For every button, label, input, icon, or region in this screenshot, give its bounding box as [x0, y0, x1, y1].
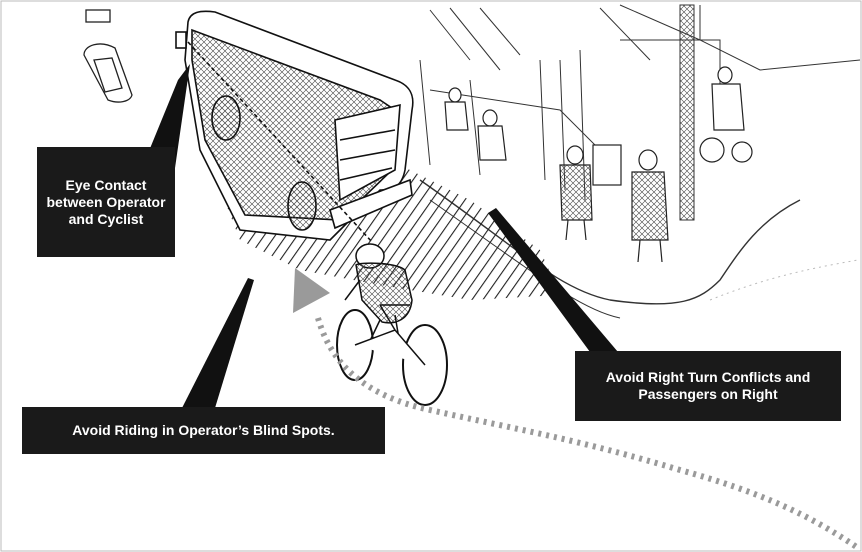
blind-spot-callout: Avoid Riding in Operator’s Blind Spots. [22, 407, 385, 454]
blind-spot-text: Avoid Riding in Operator’s Blind Spots. [72, 422, 335, 438]
parked-car-sketch [83, 9, 133, 103]
sight-line [187, 41, 373, 243]
eye-contact-pointer [142, 64, 190, 168]
buildings-sketch [419, 4, 861, 221]
right-turn-text: Avoid Right Turn Conflicts and Passenger… [605, 369, 811, 402]
eye-contact-callout: Eye Contact between Operator and Cyclist [37, 147, 175, 257]
right-turn-pointer [488, 208, 618, 352]
street-dotted-line [709, 259, 859, 301]
eye-contact-text: Eye Contact between Operator and Cyclist [46, 176, 166, 227]
path-arrow-head [293, 268, 330, 313]
bus-sketch [175, 10, 414, 241]
right-turn-callout: Avoid Right Turn Conflicts and Passenger… [575, 351, 841, 421]
blind-spot-pointer [182, 278, 254, 408]
pedestrians-sketch [444, 66, 753, 263]
cyclist-sketch [336, 243, 448, 406]
